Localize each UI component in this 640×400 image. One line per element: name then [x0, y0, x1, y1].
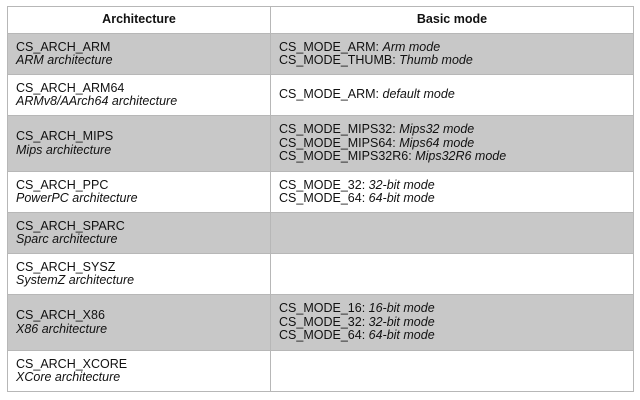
mode-description: Mips64 mode: [399, 135, 475, 150]
mode-description: 64-bit mode: [368, 328, 435, 343]
mode-description: 32-bit mode: [368, 177, 435, 192]
mode-cell: CS_MODE_16: 16-bit mode CS_MODE_32: 32-b…: [270, 294, 634, 351]
architecture-cell: CS_ARCH_ARM ARM architecture: [7, 33, 271, 75]
table-row: CS_ARCH_ARM64 ARMv8/AArch64 architecture…: [7, 74, 634, 116]
header-architecture: Architecture: [7, 6, 271, 34]
arch-name: CS_ARCH_PPC: [16, 177, 109, 192]
mode-entry: CS_MODE_64: 64-bit mode: [279, 328, 435, 343]
arch-description: ARMv8/AArch64 architecture: [16, 94, 178, 108]
table-row: CS_ARCH_ARM ARM architecture CS_MODE_ARM…: [7, 33, 634, 75]
mode-description: 32-bit mode: [368, 314, 435, 329]
mode-name: CS_MODE_16: [279, 301, 362, 316]
arch-description: PowerPC architecture: [16, 191, 138, 205]
table-row: CS_ARCH_SYSZ SystemZ architecture: [7, 253, 634, 295]
arch-name: CS_ARCH_SPARC: [16, 218, 125, 233]
architecture-cell: CS_ARCH_ARM64 ARMv8/AArch64 architecture: [7, 74, 271, 116]
mode-entry: CS_MODE_64: 64-bit mode: [279, 191, 435, 205]
mode-description: Mips32 mode: [399, 122, 475, 137]
arch-description: ARM architecture: [16, 53, 113, 67]
mode-name: CS_MODE_64: [279, 328, 362, 343]
mode-cell: CS_MODE_ARM: default mode: [270, 74, 634, 116]
arch-description: Sparc architecture: [16, 232, 118, 246]
mode-name: CS_MODE_32: [279, 177, 362, 192]
arch-name: CS_ARCH_MIPS: [16, 129, 114, 143]
mode-name: CS_MODE_MIPS64: [279, 135, 393, 150]
mode-name: CS_MODE_ARM: [279, 39, 376, 54]
table-row: CS_ARCH_X86 X86 architecture CS_MODE_16:…: [7, 294, 634, 351]
mode-cell: [270, 212, 634, 254]
mode-description: Arm mode: [382, 39, 441, 54]
arch-description: SystemZ architecture: [16, 273, 135, 287]
mode-description: Thumb mode: [399, 53, 473, 67]
mode-description: default mode: [382, 87, 455, 102]
table-row: CS_ARCH_SPARC Sparc architecture: [7, 212, 634, 254]
table-row: CS_ARCH_XCORE XCore architecture: [7, 350, 634, 392]
mode-entry: CS_MODE_32: 32-bit mode: [279, 314, 435, 329]
mode-entry: CS_MODE_16: 16-bit mode: [279, 301, 435, 316]
table-header-row: Architecture Basic mode: [7, 6, 634, 34]
mode-name: CS_MODE_32: [279, 314, 362, 329]
mode-name: CS_MODE_64: [279, 191, 362, 205]
arch-name: CS_ARCH_ARM: [16, 39, 111, 54]
arch-description: X86 architecture: [16, 321, 108, 336]
mode-name: CS_MODE_MIPS32R6: [279, 149, 409, 164]
mode-name: CS_MODE_MIPS32: [279, 122, 393, 137]
mode-cell: CS_MODE_MIPS32: Mips32 mode CS_MODE_MIPS…: [270, 115, 634, 172]
mode-entry: CS_MODE_MIPS64: Mips64 mode: [279, 135, 475, 150]
mode-entry: CS_MODE_ARM: Arm mode: [279, 39, 441, 54]
arch-name: CS_ARCH_XCORE: [16, 356, 128, 371]
architecture-cell: CS_ARCH_PPC PowerPC architecture: [7, 171, 271, 213]
mode-cell: CS_MODE_ARM: Arm mode CS_MODE_THUMB: Thu…: [270, 33, 634, 75]
arch-name: CS_ARCH_ARM64: [16, 80, 125, 95]
mode-name: CS_MODE_ARM: [279, 87, 376, 102]
table-row: CS_ARCH_MIPS Mips architecture CS_MODE_M…: [7, 115, 634, 172]
architecture-cell: CS_ARCH_SPARC Sparc architecture: [7, 212, 271, 254]
architecture-cell: CS_ARCH_MIPS Mips architecture: [7, 115, 271, 172]
mode-cell: CS_MODE_32: 32-bit mode CS_MODE_64: 64-b…: [270, 171, 634, 213]
architecture-cell: CS_ARCH_XCORE XCore architecture: [7, 350, 271, 392]
arch-name: CS_ARCH_SYSZ: [16, 259, 116, 274]
architecture-cell: CS_ARCH_SYSZ SystemZ architecture: [7, 253, 271, 295]
mode-entry: CS_MODE_32: 32-bit mode: [279, 177, 435, 192]
architecture-cell: CS_ARCH_X86 X86 architecture: [7, 294, 271, 351]
mode-entry: CS_MODE_MIPS32: Mips32 mode: [279, 122, 475, 137]
mode-entry: CS_MODE_MIPS32R6: Mips32R6 mode: [279, 149, 507, 164]
arch-description: Mips architecture: [16, 142, 112, 157]
arch-description: XCore architecture: [16, 370, 121, 384]
mode-entry: CS_MODE_THUMB: Thumb mode: [279, 53, 473, 67]
mode-description: Mips32R6 mode: [415, 149, 507, 164]
mode-cell: [270, 253, 634, 295]
header-basic-mode: Basic mode: [270, 6, 634, 34]
architecture-table-container: Architecture Basic mode CS_ARCH_ARM ARM …: [7, 6, 634, 392]
mode-entry: CS_MODE_ARM: default mode: [279, 87, 455, 102]
table-row: CS_ARCH_PPC PowerPC architecture CS_MODE…: [7, 171, 634, 213]
arch-name: CS_ARCH_X86: [16, 308, 105, 322]
architecture-mode-table: Architecture Basic mode CS_ARCH_ARM ARM …: [7, 6, 634, 392]
mode-cell: [270, 350, 634, 392]
mode-description: 64-bit mode: [368, 191, 435, 205]
mode-name: CS_MODE_THUMB: [279, 53, 393, 67]
mode-description: 16-bit mode: [368, 301, 435, 316]
